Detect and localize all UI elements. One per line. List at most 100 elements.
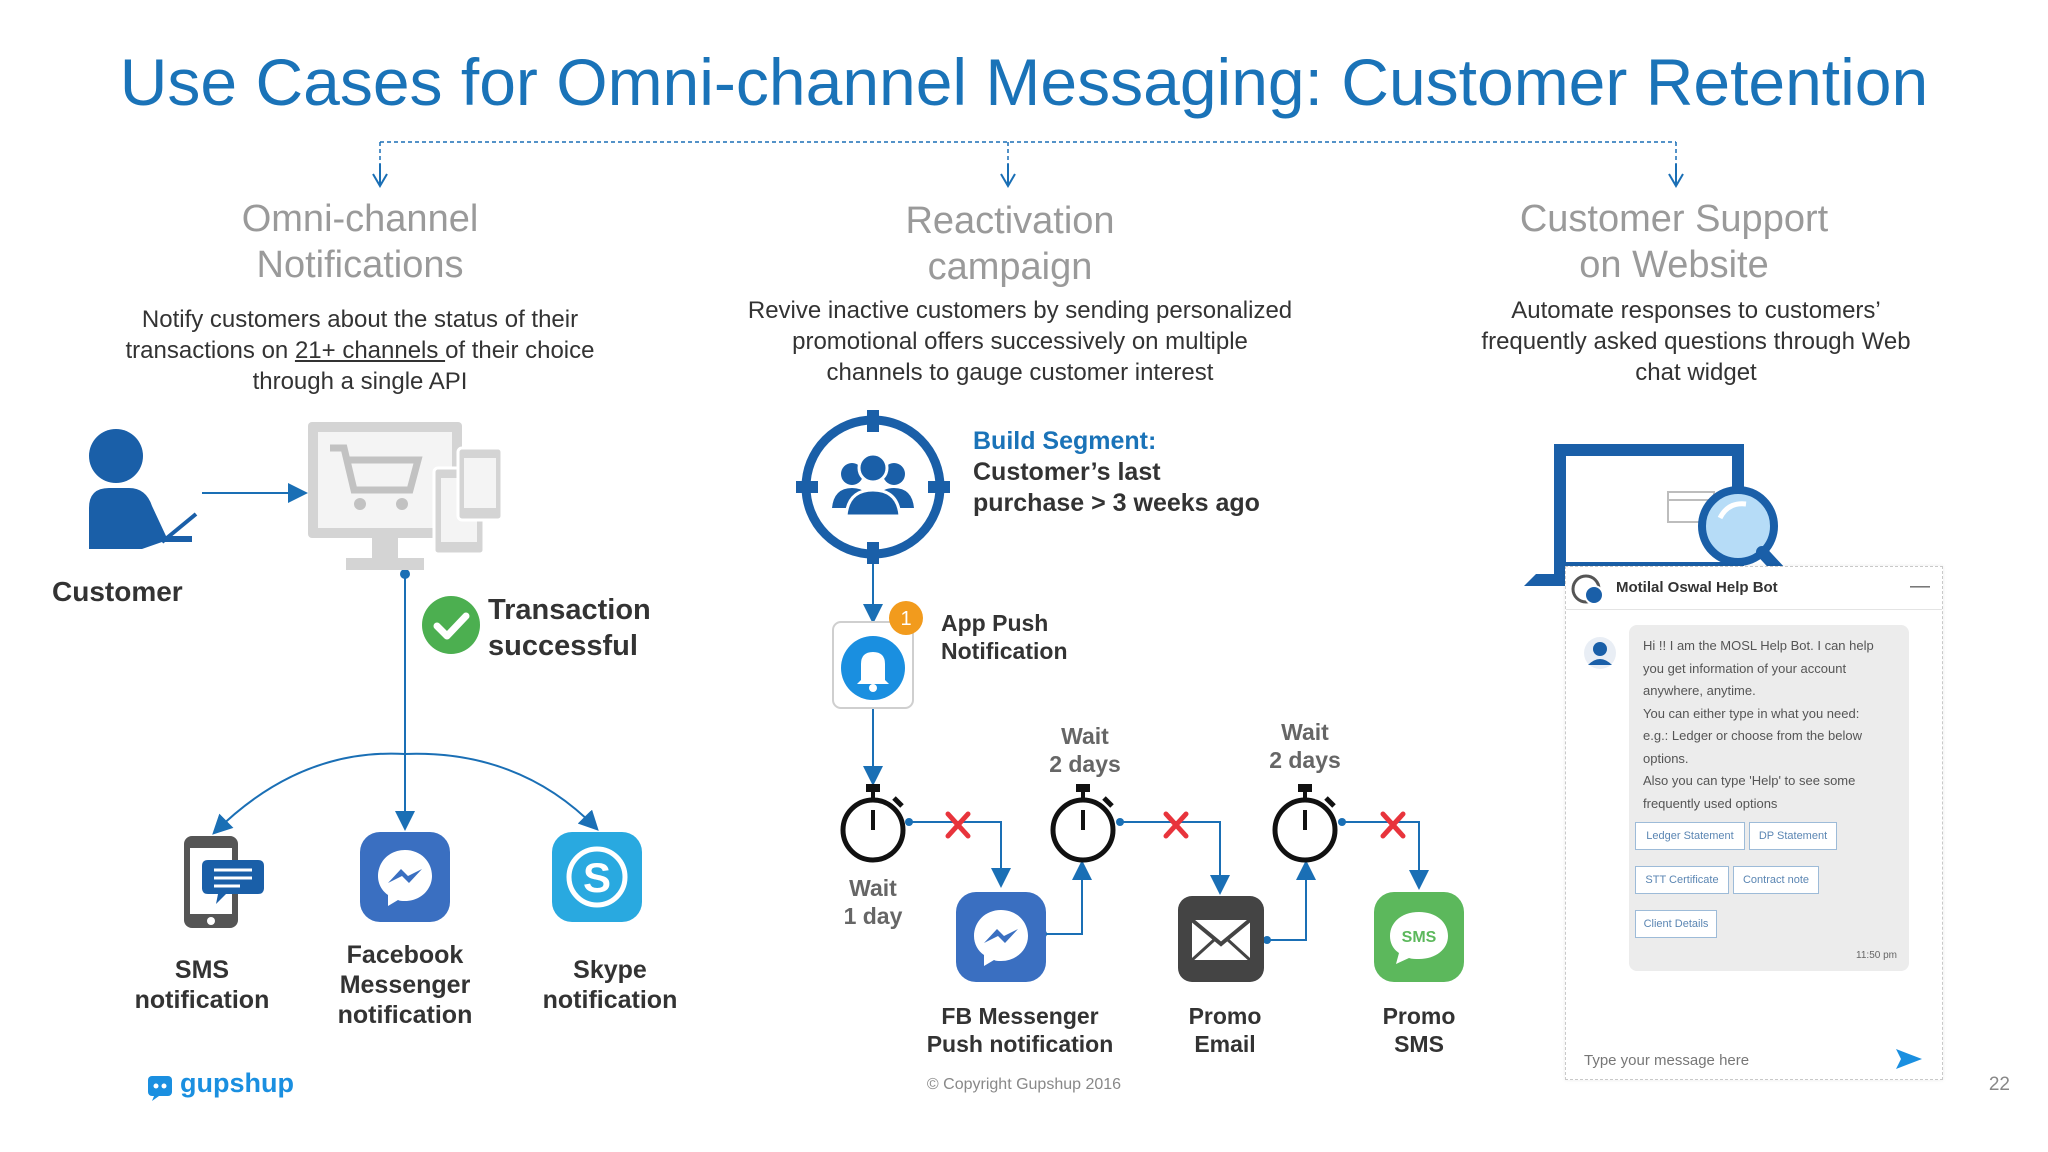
fb-messenger-push-icon <box>956 892 1046 982</box>
chip-contract-note[interactable]: Contract note <box>1733 866 1819 894</box>
message-line: Hi !! I am the MOSL Help Bot. I can help <box>1643 638 1874 653</box>
label-line: FB Messenger <box>941 1003 1099 1029</box>
desc-line: Revive inactive customers by sending per… <box>747 297 1293 324</box>
heading-line: Notifications <box>256 244 464 286</box>
sms-notification-label: SMS notification <box>112 955 292 1015</box>
chat-widget[interactable]: Motilal Oswal Help Bot — Hi !! I am the … <box>1565 566 1943 1080</box>
bot-message: Hi !! I am the MOSL Help Bot. I can help… <box>1629 625 1909 971</box>
desc-text: of their choice <box>445 337 595 364</box>
app-push-label: App Push Notification <box>941 609 1068 665</box>
segment-line: Customer’s last <box>973 458 1161 486</box>
desc-line: through a single API <box>252 368 468 395</box>
chip-dp-statement[interactable]: DP Statement <box>1749 822 1837 850</box>
page-number: 22 <box>1988 1074 2010 1095</box>
message-line: Also you can type 'Help' to see some <box>1643 773 1856 788</box>
copyright: © Copyright Gupshup 2016 <box>926 1076 1122 1093</box>
cross-icon <box>1380 811 1406 839</box>
desc-line: Notify customers about the status of the… <box>141 306 579 333</box>
app-push-icon <box>832 621 914 709</box>
ecommerce-desktop-icon <box>308 422 504 570</box>
heading-line: on Website <box>1579 244 1769 286</box>
column-heading-support: Customer Support on Website <box>1474 196 1874 288</box>
segment-target-icon <box>796 410 950 564</box>
junction-dot <box>400 569 410 579</box>
stopwatch-icon <box>1050 784 1116 863</box>
gupshup-logo-text: gupshup <box>180 1068 294 1098</box>
label-line: Facebook <box>346 941 464 969</box>
segment-line: purchase > 3 weeks ago <box>973 489 1260 517</box>
svg-text:S: S <box>583 854 611 901</box>
column-heading-reactivation: Reactivation campaign <box>810 198 1210 290</box>
chat-title: Motilal Oswal Help Bot <box>1616 579 1778 596</box>
promo-sms-label: Promo SMS <box>1344 1002 1494 1058</box>
label-line: notification <box>542 986 678 1014</box>
message-line: e.g.: Ledger or choose from the below <box>1643 728 1862 743</box>
segment-description: Build Segment: Customer’s last purchase … <box>973 426 1260 519</box>
label-line: Promo <box>1188 1003 1262 1029</box>
chip-client-details[interactable]: Client Details <box>1635 910 1717 938</box>
column-heading-notifications: Omni-channel Notifications <box>160 196 560 288</box>
label-line: Push notification <box>926 1031 1114 1057</box>
badge-icon: 1 <box>889 601 923 635</box>
label-line: notification <box>337 1001 473 1029</box>
label-line: App Push <box>941 610 1049 636</box>
facebook-messenger-label: Facebook Messenger notification <box>305 940 505 1030</box>
column-desc-support: Automate responses to customers’ frequen… <box>1436 295 1956 388</box>
channels-link[interactable]: 21+ channels <box>294 337 446 364</box>
message-line: you get information of your account <box>1643 660 1847 676</box>
send-icon[interactable] <box>1894 1045 1924 1073</box>
label-line: Email <box>1194 1031 1256 1057</box>
desc-line: promotional offers successively on multi… <box>792 328 1248 355</box>
promo-email-label: Promo Email <box>1150 1002 1300 1058</box>
label-line: Notification <box>941 638 1068 664</box>
desc-line: channels to gauge customer interest <box>826 359 1214 386</box>
sms-icon-text: SMS <box>1402 929 1437 946</box>
message-line: options. <box>1643 750 1689 766</box>
label-line: notification <box>134 986 270 1014</box>
cross-icon <box>1163 811 1189 839</box>
chip-ledger-statement[interactable]: Ledger Statement <box>1635 822 1745 850</box>
chat-bubble-icon <box>1571 574 1604 605</box>
check-icon <box>422 596 480 654</box>
label-line: Wait <box>849 875 897 901</box>
left-flow-lines <box>202 483 599 835</box>
message-timestamp: 11:50 pm <box>1856 950 1897 961</box>
label-line: Skype <box>573 956 647 984</box>
chat-header: Motilal Oswal Help Bot — <box>1566 567 1942 610</box>
wait-1-label: Wait 1 day <box>818 874 928 930</box>
column-desc-reactivation: Revive inactive customers by sending per… <box>700 295 1340 388</box>
laptop-search-icon <box>1524 444 1794 586</box>
heading-line: Reactivation <box>905 200 1115 242</box>
chip-stt-certificate[interactable]: STT Certificate <box>1635 866 1729 894</box>
bot-avatar-icon <box>1584 637 1616 669</box>
chat-message-input[interactable]: Type your message here <box>1584 1052 1750 1069</box>
desc-line: Automate responses to customers’ <box>1511 297 1881 324</box>
email-icon <box>1178 896 1264 982</box>
label-line: 2 days <box>1049 751 1121 777</box>
label-line: Wait <box>1281 719 1329 745</box>
bot-message-text: Hi !! I am the MOSL Help Bot. I can help… <box>1643 635 1899 815</box>
skype-notification-label: Skype notification <box>520 955 700 1015</box>
label-line: Messenger <box>339 971 471 999</box>
desc-line: transactions on 21+ channels of their ch… <box>110 335 610 366</box>
gupshup-logo-icon <box>148 1076 172 1101</box>
transaction-successful-label: Transaction successful <box>488 592 651 664</box>
skype-icon: S <box>552 832 642 922</box>
label-line: 1 day <box>843 903 903 929</box>
desc-line: frequently asked questions through Web <box>1481 328 1911 355</box>
label-line: Wait <box>1061 723 1109 749</box>
cross-icon <box>945 811 971 839</box>
top-dashed-bracket <box>372 141 1684 188</box>
segment-title: Build Segment: <box>973 427 1157 455</box>
fb-messenger-push-label: FB Messenger Push notification <box>900 1002 1140 1058</box>
wait-2-label: Wait 2 days <box>1030 722 1140 778</box>
minimize-button[interactable]: — <box>1910 575 1930 597</box>
column-desc-notifications: Notify customers about the status of the… <box>110 304 610 397</box>
message-line: anywhere, anytime. <box>1643 683 1756 698</box>
label-line: 2 days <box>1269 747 1341 773</box>
desc-text: transactions on <box>125 337 295 364</box>
promo-sms-icon: SMS <box>1374 892 1464 982</box>
messenger-icon <box>360 832 450 922</box>
stopwatch-icon <box>840 784 906 863</box>
label-line: Transaction <box>488 594 651 626</box>
